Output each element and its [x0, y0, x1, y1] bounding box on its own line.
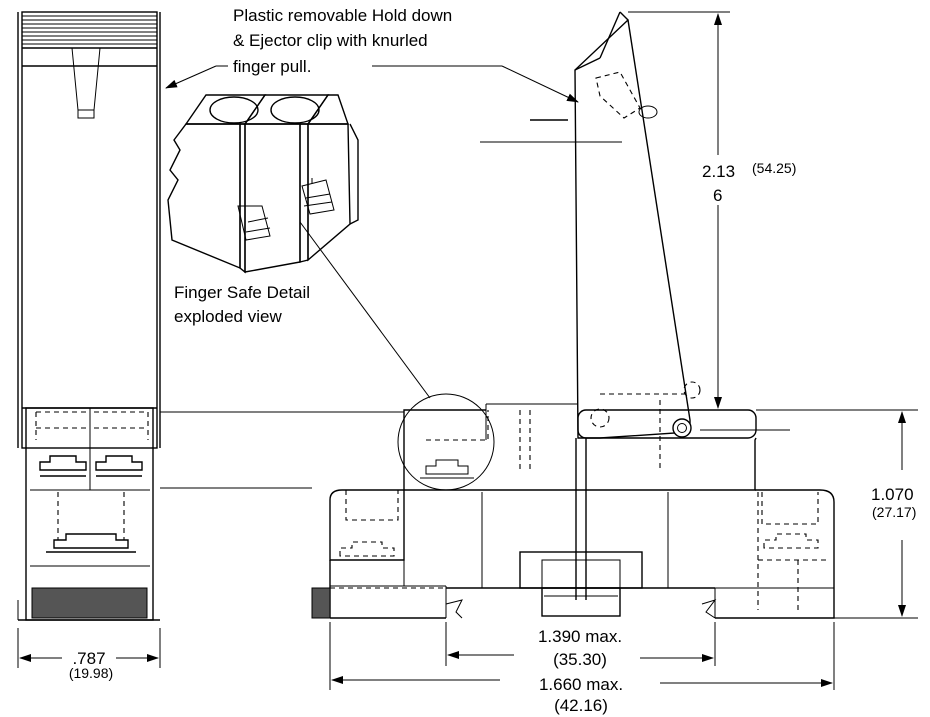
width-overall-metric: (42.16) — [554, 696, 608, 715]
width-front-value: .787 — [72, 649, 105, 668]
finger-safe-detail-drawing — [167, 94, 359, 274]
side-view — [299, 11, 835, 619]
clip-callout-line-3: finger pull. — [233, 57, 311, 76]
width-inner-value: 1.390 max. — [538, 627, 622, 646]
detail-circle — [397, 393, 495, 491]
finger-safe-label: Finger Safe Detail exploded view — [174, 283, 310, 326]
height-base-metric: (27.17) — [872, 504, 916, 520]
clip-callout-line-2: & Ejector clip with knurled — [233, 31, 428, 50]
clip-callout: Plastic removable Hold down & Ejector cl… — [165, 6, 579, 103]
height-clip-metric: (54.25) — [752, 160, 796, 176]
detail-label-line-2: exploded view — [174, 307, 282, 326]
width-overall-value: 1.660 max. — [539, 675, 623, 694]
height-base-value: 1.070 — [871, 485, 914, 504]
dimension-width-overall: 1.660 max. (42.16) — [329, 622, 835, 715]
dimension-height-base: 1.070 (27.17) — [871, 411, 916, 617]
dimension-width-front: .787 (19.98) — [17, 628, 161, 681]
height-clip-extra: 6 — [713, 186, 722, 205]
width-inner-metric: (35.30) — [553, 650, 607, 669]
dimension-width-inner: 1.390 max. (35.30) — [445, 622, 716, 669]
clip-callout-line-1: Plastic removable Hold down — [233, 6, 452, 25]
detail-label-line-1: Finger Safe Detail — [174, 283, 310, 302]
width-front-metric: (19.98) — [69, 665, 113, 681]
front-view — [17, 11, 161, 621]
height-clip-value: 2.13 — [702, 162, 735, 181]
knurled-finger-pull — [22, 15, 157, 67]
dimension-height-clip: 2.13 (54.25) 6 — [628, 11, 796, 409]
